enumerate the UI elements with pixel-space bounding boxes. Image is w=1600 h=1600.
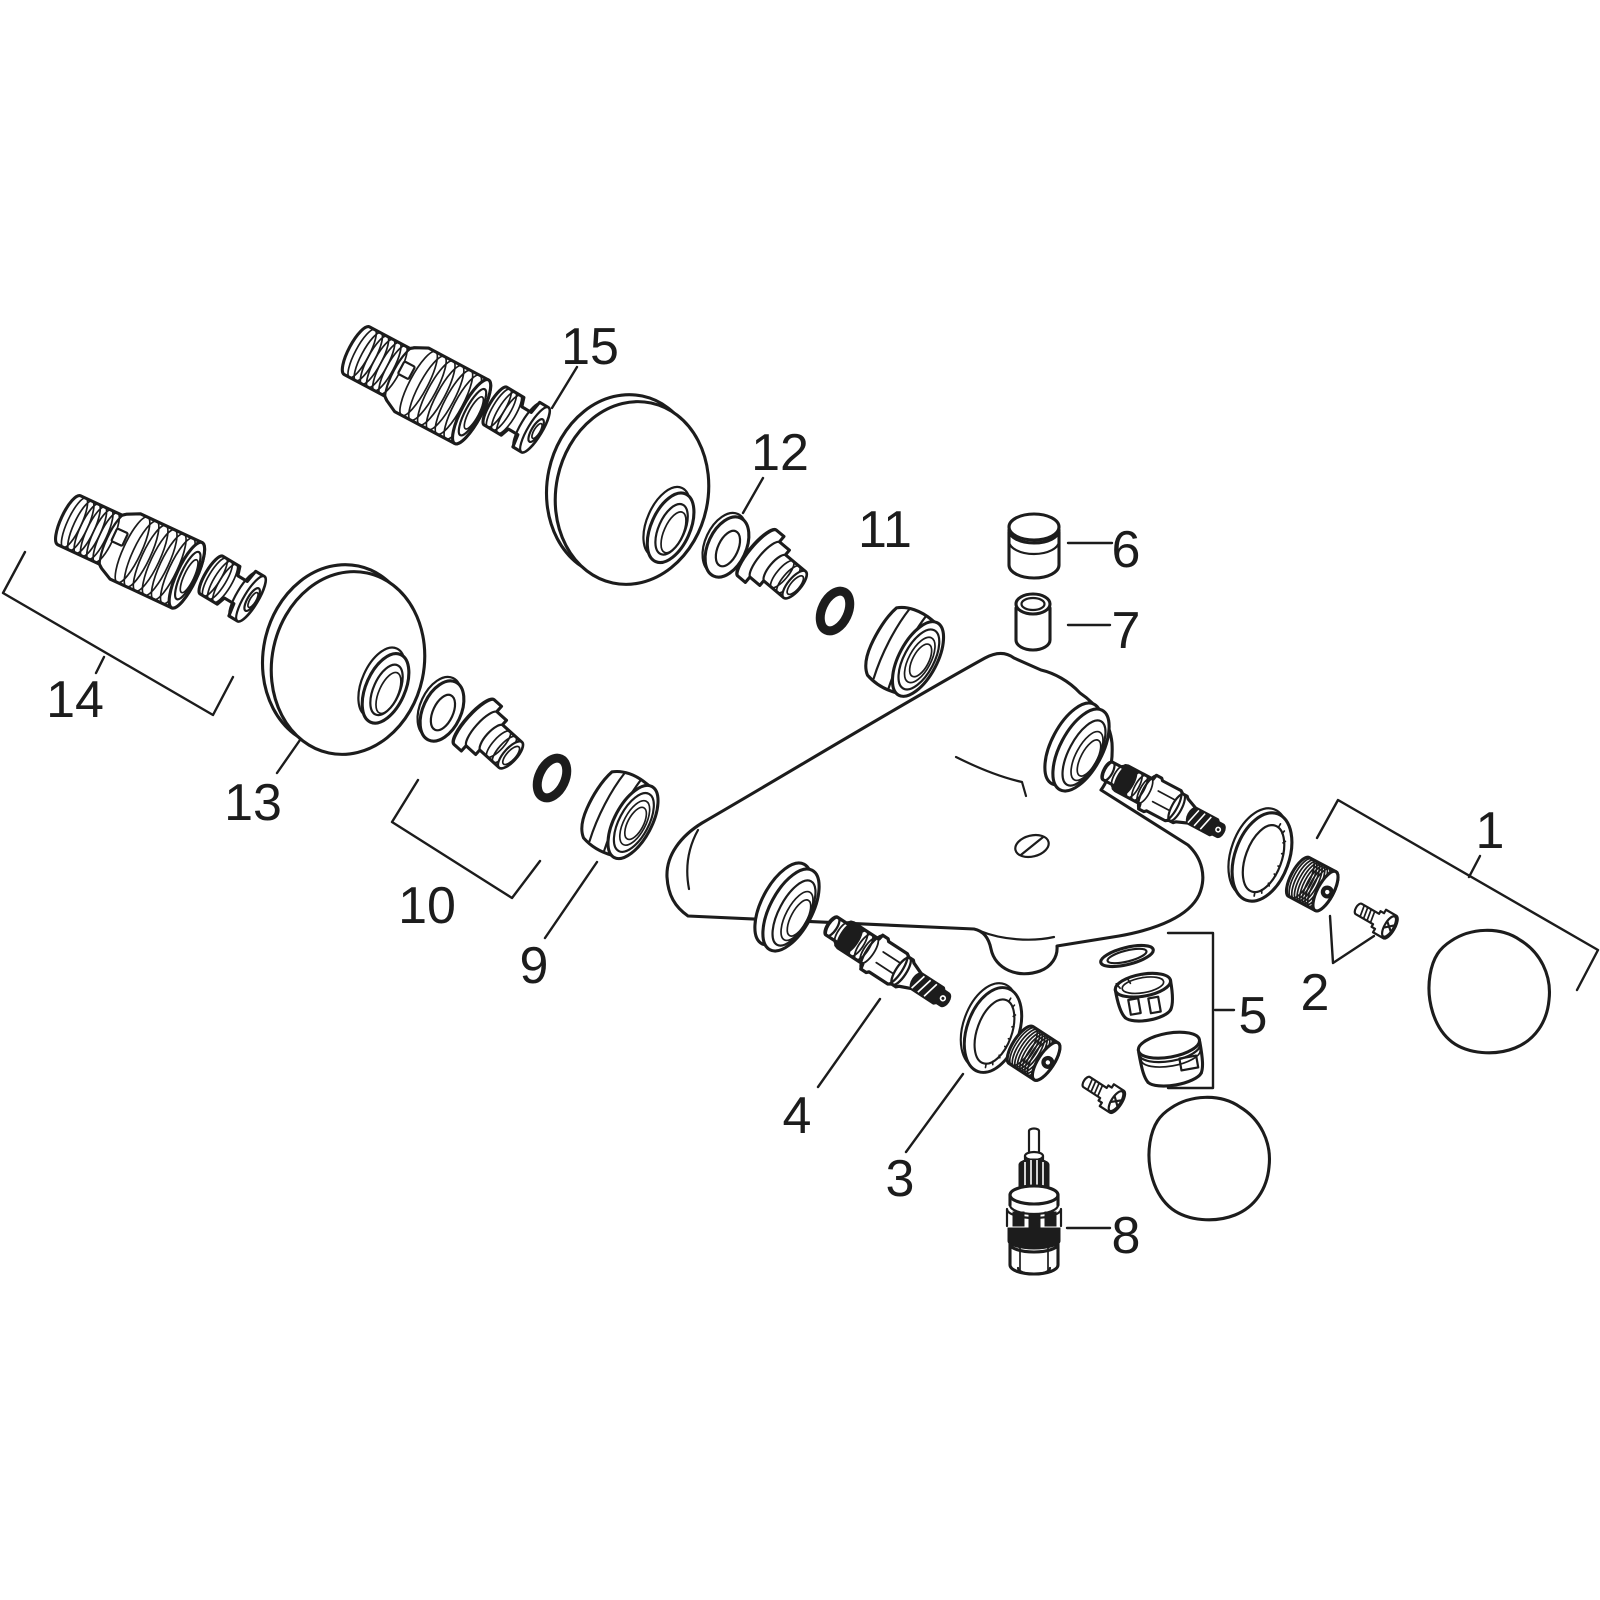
- label-1-bracket: [1315, 798, 1600, 992]
- body-left-cap-line: [686, 828, 700, 891]
- escutcheon-upper: [527, 378, 729, 601]
- part-6-cap: [1007, 512, 1061, 580]
- label-10-bracket: [390, 778, 542, 900]
- label-13-leader: [275, 738, 302, 775]
- body-spout-bulge-line: [978, 929, 1056, 941]
- body-port-lower: [753, 861, 821, 953]
- part-8-diverter-cartridge: [1005, 1127, 1063, 1276]
- part-label-13: 13: [224, 774, 282, 832]
- part-2-handle-screw-upper: [1348, 895, 1402, 942]
- part-label-14: 14: [46, 671, 104, 729]
- part-label-3: 3: [886, 1150, 915, 1208]
- part-9-union-nut-lower: [570, 761, 671, 869]
- part-14-s-union-lower: [45, 482, 272, 627]
- part-label-6: 6: [1112, 521, 1141, 579]
- handle-adapter-upper: [1280, 852, 1345, 916]
- part-5-aerator-shell: [1136, 1030, 1205, 1088]
- label-14-tick: [94, 655, 106, 675]
- faucet-body: [665, 651, 1205, 976]
- label-15-leader: [550, 365, 579, 410]
- label-3-leader: [904, 1072, 965, 1154]
- label-14-bracket: [1, 550, 235, 717]
- label-2-leader: [1328, 914, 1376, 965]
- handle-lower: [1147, 1095, 1272, 1222]
- part-label-2: 2: [1301, 964, 1330, 1022]
- part-label-10: 10: [398, 877, 456, 935]
- body-ledge-line: [954, 755, 1028, 798]
- part-13-escutcheon-lower: [243, 548, 445, 771]
- part-label-7: 7: [1112, 602, 1141, 660]
- label-4-leader: [816, 997, 882, 1089]
- part-label-5: 5: [1239, 987, 1268, 1045]
- part-label-15: 15: [561, 318, 619, 376]
- part-5-aerator-gasket: [1099, 943, 1155, 969]
- part-5-aerator-insert: [1113, 971, 1174, 1023]
- body-port-upper: [1043, 701, 1111, 793]
- part-label-9: 9: [520, 937, 549, 995]
- part-1-handle-upper: [1427, 928, 1552, 1055]
- part-7-sleeve: [1014, 592, 1052, 652]
- handle-screw-lower: [1075, 1068, 1130, 1117]
- o-ring-lower: [531, 753, 572, 802]
- part-label-12: 12: [751, 424, 809, 482]
- label-1-tick: [1467, 854, 1482, 879]
- part-label-4: 4: [783, 1087, 812, 1145]
- part-label-1: 1: [1476, 802, 1505, 860]
- label-9-leader: [543, 860, 599, 940]
- part-label-11: 11: [858, 501, 912, 559]
- s-union-upper: [331, 313, 499, 450]
- label-5-bracket: [1166, 931, 1215, 1090]
- part-label-8: 8: [1112, 1207, 1141, 1265]
- label-12-leader: [741, 476, 765, 515]
- body-screw-hole: [1014, 833, 1050, 859]
- o-ring-upper: [814, 586, 855, 635]
